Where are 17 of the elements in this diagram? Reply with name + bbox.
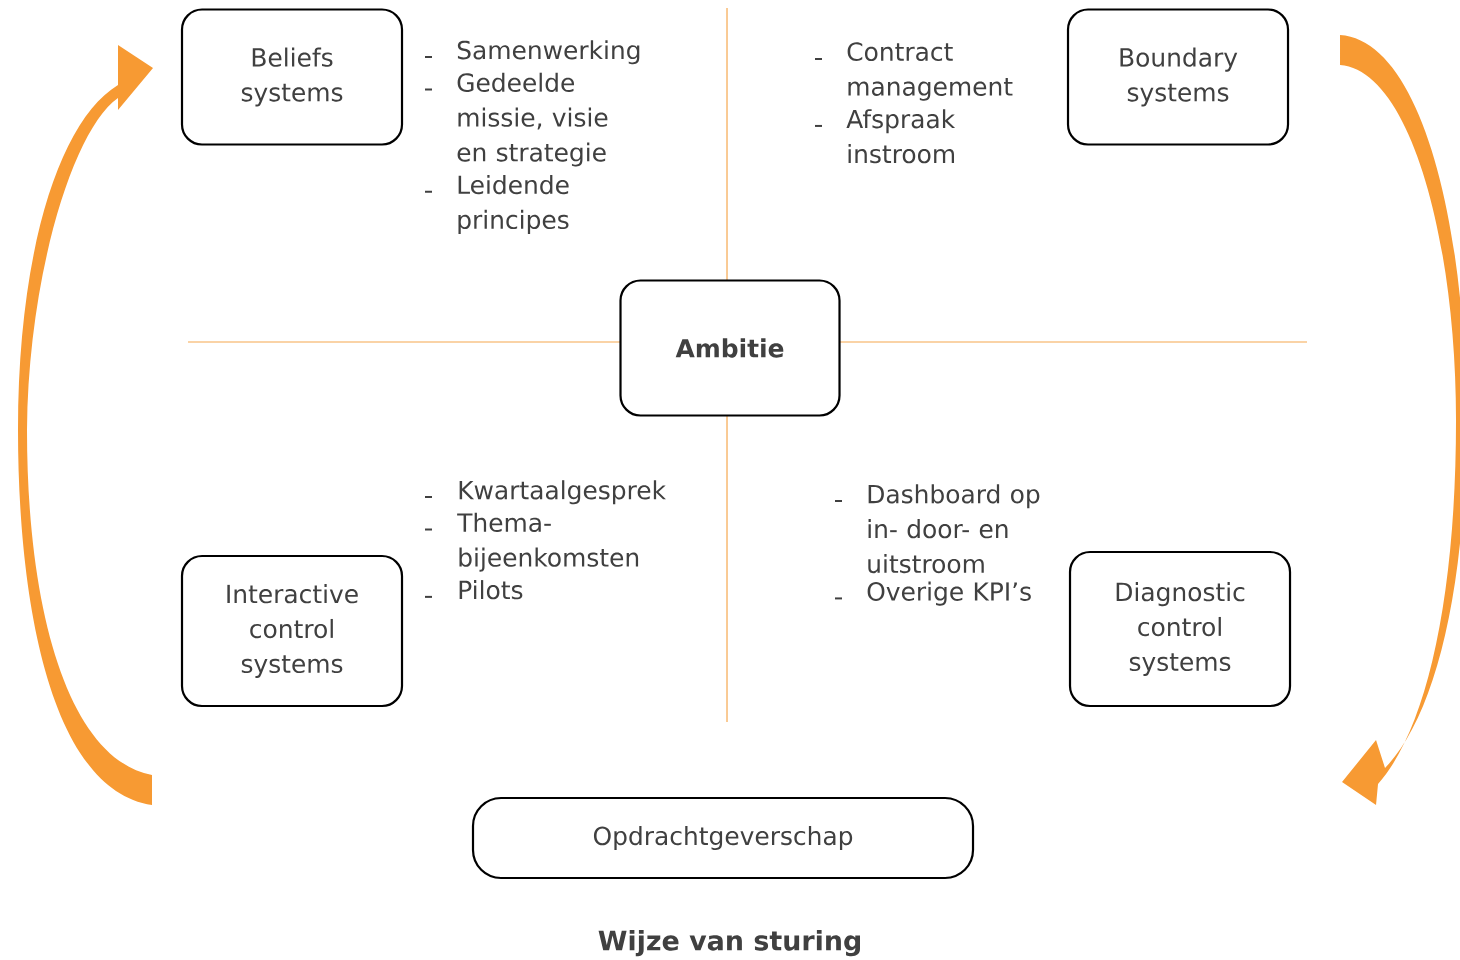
list-item: Contract management	[847, 42, 1013, 101]
system-box: Diagnostic control systems	[1068, 550, 1292, 708]
system-box: Ambitie	[619, 279, 841, 417]
list-item: Afspraak instroom	[846, 109, 956, 164]
system-box: Beliefs systems	[180, 8, 404, 146]
list-item: Thema- bijeenkomsten	[457, 512, 639, 572]
list-item: Leidende principes	[458, 174, 569, 234]
list-item: Kwartaalgesprek	[459, 480, 666, 505]
list-item: Dashboard op in- door- en uitstroom	[868, 484, 1040, 574]
list-item: Gedeelde missie, visie en strategie	[457, 72, 608, 167]
list-item: Samenwerking	[457, 40, 640, 65]
system-box: Boundary systems	[1066, 8, 1290, 146]
list-item: Pilots	[459, 580, 523, 600]
list-item: Overige KPI’s	[867, 581, 1031, 606]
system-box: Opdrachtgeverschap	[471, 796, 975, 880]
caption: Wijze van sturing	[598, 929, 860, 957]
system-box: Interactive control systems	[180, 554, 404, 708]
